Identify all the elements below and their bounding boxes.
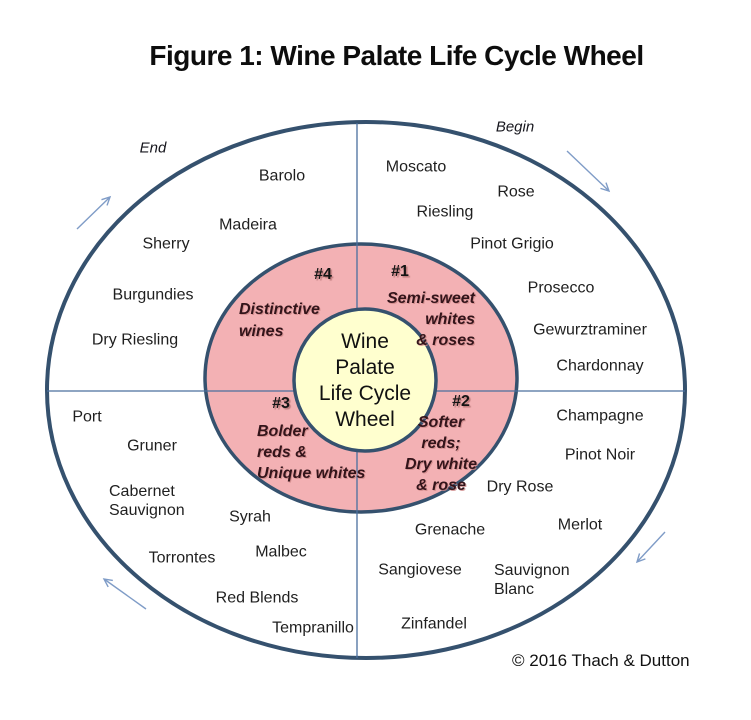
wine-label: Malbec	[255, 543, 307, 561]
flow-arrow-bottom-right	[635, 531, 666, 564]
stage-2-label: Softer reds; Dry white & rose	[404, 414, 478, 494]
wine-label: Pinot Grigio	[470, 235, 554, 253]
wine-label: Red Blends	[215, 589, 299, 607]
flow-arrow-top-right	[566, 150, 611, 193]
begin-label: Begin	[495, 118, 535, 136]
wine-label: Syrah	[229, 508, 271, 526]
stage-1-number: #1	[391, 263, 409, 280]
stage-2-number: #2	[452, 393, 470, 410]
wine-label: Sauvignon Blanc	[494, 562, 570, 598]
wine-label: Gewurztraminer	[533, 321, 647, 339]
wine-label: Merlot	[557, 516, 603, 534]
wine-label: Zinfandel	[401, 615, 467, 633]
wine-label: Burgundies	[112, 286, 194, 304]
wine-label: Sangiovese	[378, 561, 462, 579]
wine-label: Chardonnay	[556, 357, 644, 375]
wine-label: Madeira	[219, 216, 277, 234]
flow-arrow-bottom-left	[102, 578, 147, 610]
stage-4-number: #4	[314, 266, 332, 283]
wine-label: Pinot Noir	[564, 446, 636, 464]
wine-label: Tempranillo	[272, 619, 354, 637]
wine-label: Prosecco	[527, 279, 595, 297]
wine-label: Barolo	[258, 167, 306, 185]
wine-label: Dry Riesling	[91, 331, 179, 349]
wine-label: Gruner	[127, 437, 177, 455]
wine-label: Dry Rose	[486, 478, 554, 496]
wine-label: Cabernet Sauvignon	[109, 483, 185, 519]
wheel-center-title: Wine Palate Life Cycle Wheel	[318, 330, 412, 431]
copyright-text: © 2016 Thach & Dutton	[512, 651, 690, 670]
stage-1-label: Semi-sweet whites & roses	[386, 290, 475, 349]
stage-3-label: Bolder reds & Unique whites	[257, 423, 366, 482]
wine-label: Port	[72, 408, 102, 426]
wine-label: Torrontes	[148, 549, 216, 567]
wine-label: Grenache	[414, 521, 486, 539]
wine-label: Sherry	[142, 235, 190, 253]
wine-label: Riesling	[416, 203, 474, 221]
wine-label: Champagne	[556, 407, 644, 425]
center-circle	[292, 307, 438, 453]
wine-label: Rose	[497, 183, 535, 201]
end-label: End	[139, 139, 167, 157]
stage-3-number: #3	[272, 395, 290, 412]
flow-arrow-top-left	[76, 195, 112, 230]
figure-title: Figure 1: Wine Palate Life Cycle Wheel	[149, 40, 644, 71]
wine-label: Moscato	[385, 158, 447, 176]
stage-4-label: Distinctive wines	[239, 301, 320, 340]
